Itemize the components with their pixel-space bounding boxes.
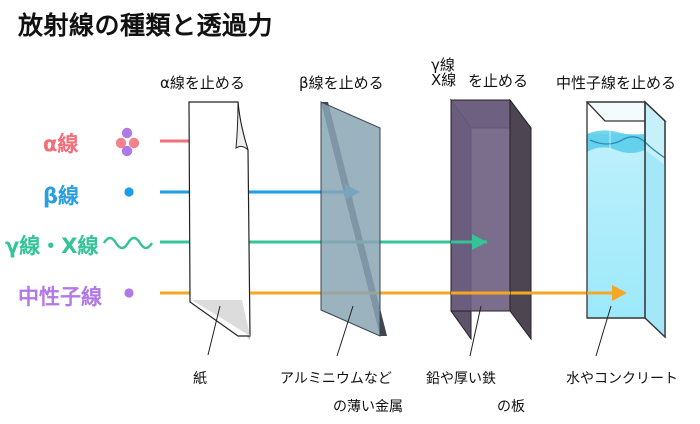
caption-leader-lines: [207, 305, 612, 357]
header-metal: β線を止める: [299, 74, 384, 92]
leader-water: [595, 305, 612, 357]
caption-metal-line2: の薄い金属: [333, 399, 403, 415]
alpha-particle-icon: [115, 127, 140, 157]
gamma-wave-icon: [102, 236, 154, 250]
caption-lead-line2: の板: [497, 399, 525, 415]
header-lead-xray: X線: [431, 71, 457, 89]
caption-lead-line1: 鉛や厚い鉄: [426, 371, 496, 387]
beta-particle-icon: [124, 187, 134, 197]
header-lead-suffix: を止める: [468, 72, 529, 90]
leader-paper: [207, 305, 221, 356]
neutron-particle-icon: [124, 288, 134, 298]
leader-lead: [469, 305, 482, 357]
water-tank: [586, 100, 666, 339]
label-alpha: α線: [43, 132, 79, 156]
metal-plate: [320, 101, 381, 337]
caption-paper: 紙: [193, 371, 207, 387]
header-paper: α線を止める: [160, 74, 245, 92]
caption-metal-line1: アルミニウムなど: [280, 371, 392, 387]
lead-block: [450, 99, 511, 312]
label-neutron: 中性子線: [18, 285, 102, 309]
leader-metal: [336, 305, 354, 357]
header-lead-gamma: γ線: [431, 56, 455, 74]
caption-water: 水やコンクリート: [566, 371, 678, 387]
label-beta: β線: [43, 184, 80, 208]
header-water: 中性子線を止める: [556, 74, 677, 92]
label-gamma-xray: γ線・X線: [5, 234, 99, 258]
paper-sheet: [188, 101, 251, 340]
neutron-arrow-head-front: [612, 285, 627, 301]
header-lead-types: γ線 X線: [431, 58, 456, 88]
gamma-arrow-head-top: [472, 234, 487, 250]
page-title: 放射線の種類と透過力: [18, 11, 274, 40]
